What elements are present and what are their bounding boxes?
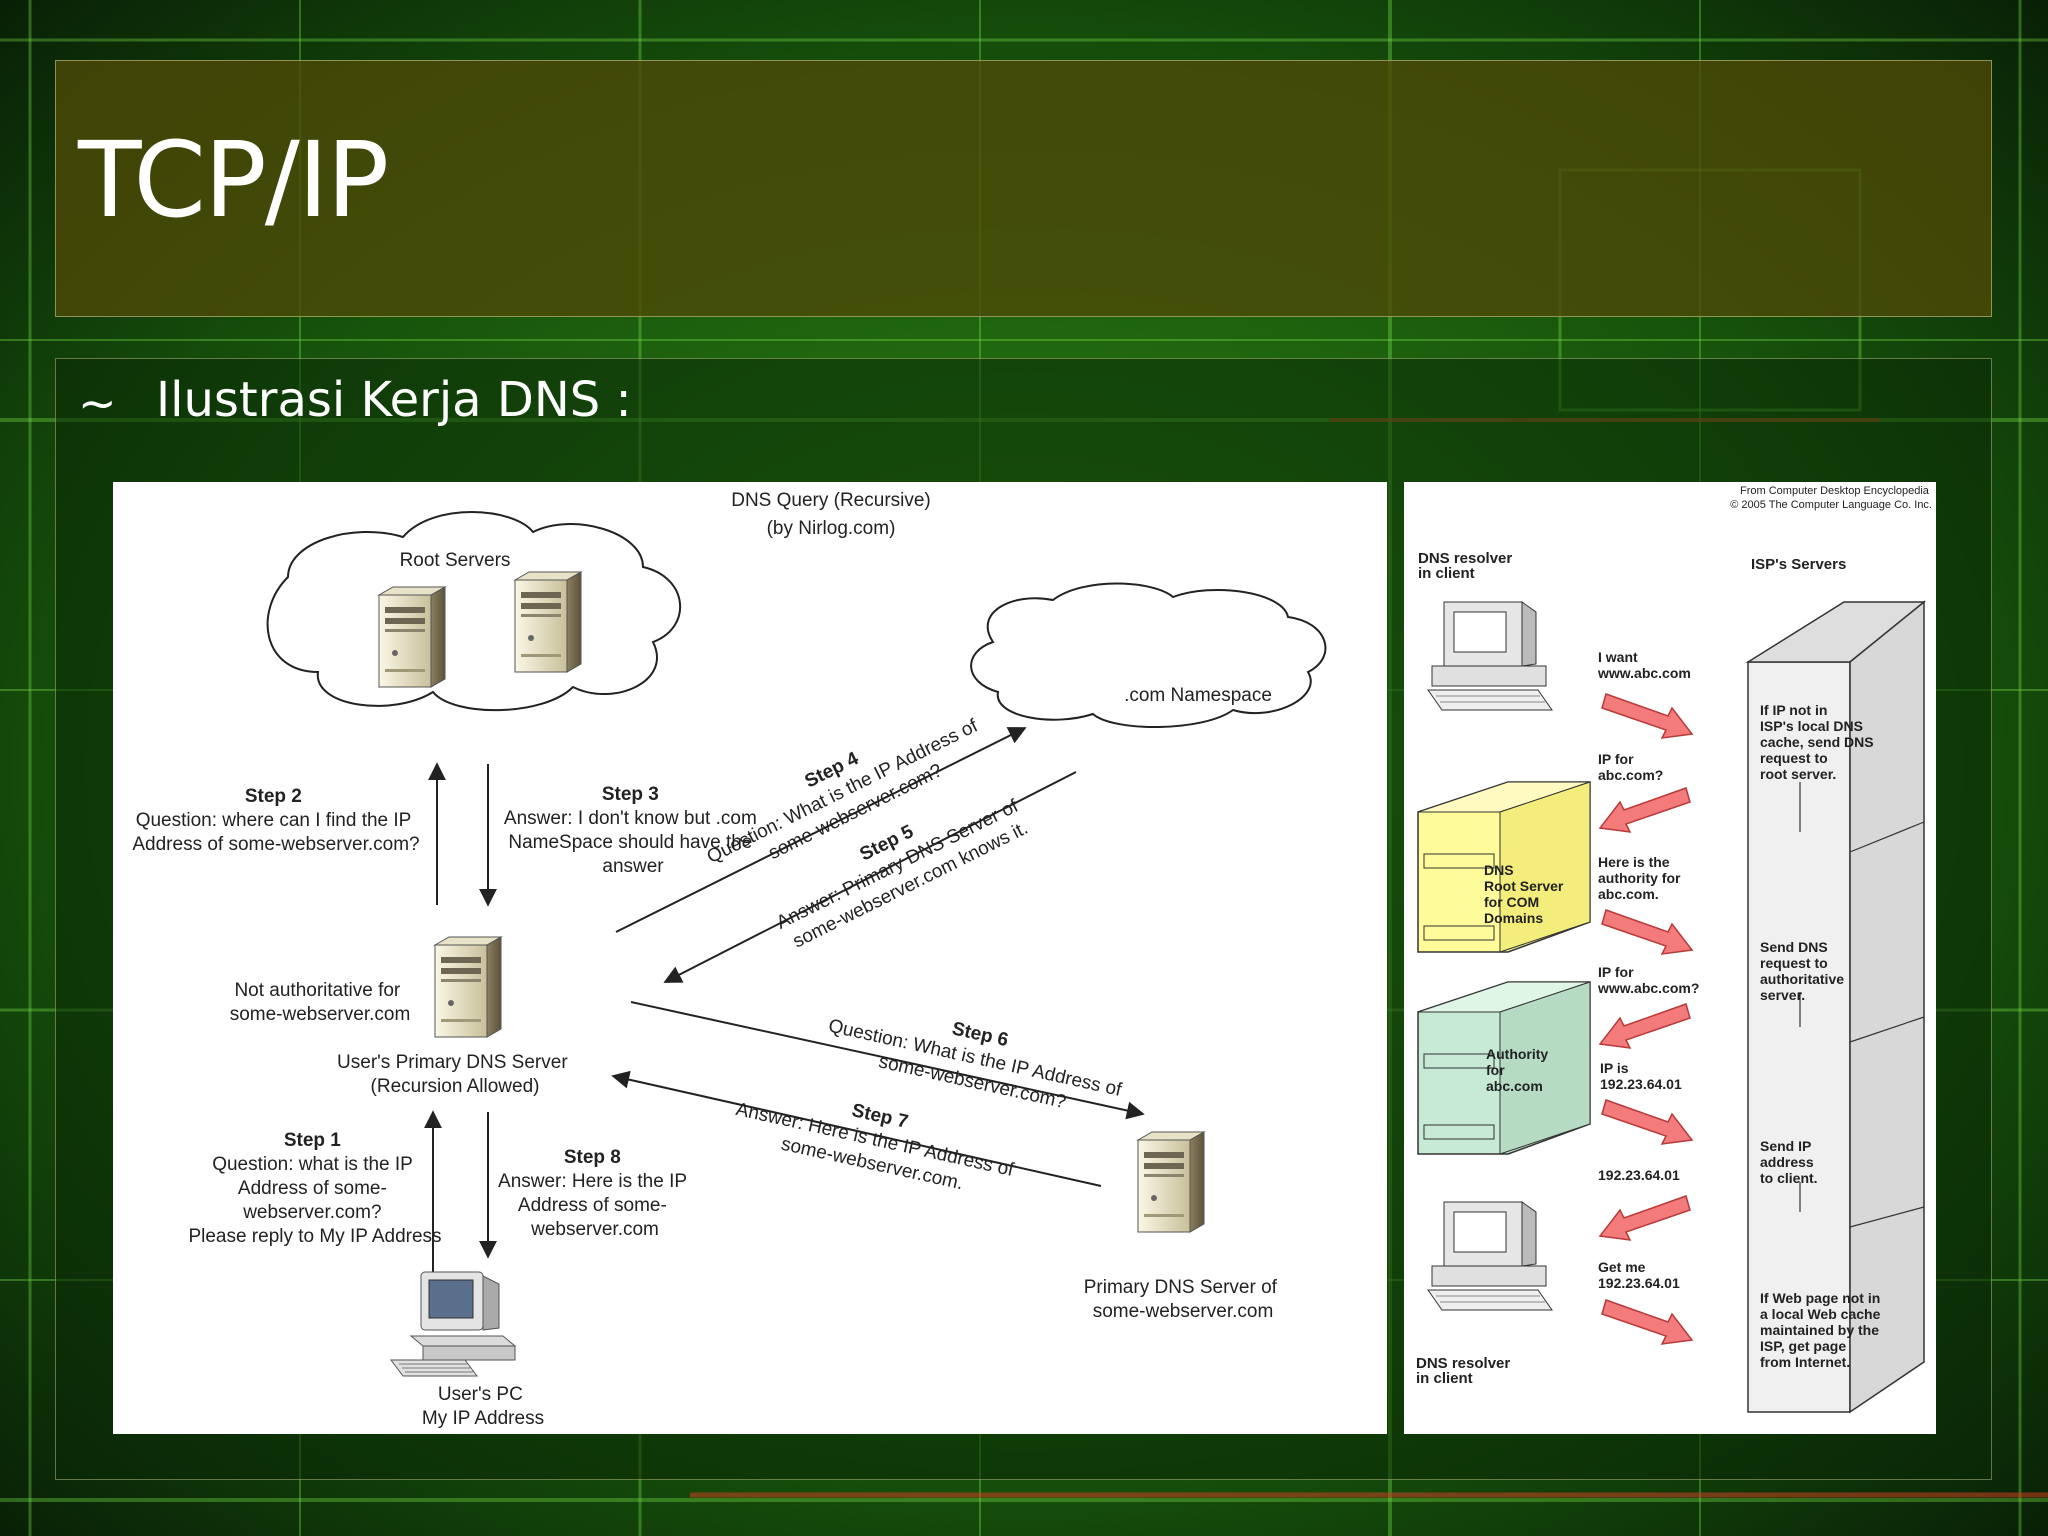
resolver-top-label: DNS resolver in client [1418,550,1516,582]
slide-title: TCP/IP [78,119,389,241]
dns-root-box [1417,781,1591,953]
step7-text: Step 7 Answer: Here is the IP Address of… [729,1076,1026,1206]
step1-text: Step 1 Question: what is the IP Address … [188,1130,441,1247]
step8-text: Step 8 Answer: Here is the IP Address of… [498,1147,692,1240]
arrow-request-1 [1601,693,1693,739]
credit-text: From Computer Desktop Encyclopedia © 200… [1730,485,1932,511]
bullet-tilde: ~ [78,376,117,430]
step2-text: Step 2 Question: where can I find the IP… [132,786,419,855]
dns-root-label: DNS Root Server for COM Domains [1484,862,1567,926]
primary-dns-server-icon [434,936,502,1038]
users-pc-icon [390,1271,516,1377]
arrow-request-4 [1601,1299,1693,1345]
root-servers-label: Root Servers [400,550,511,571]
client-pc-icon-top [1427,601,1553,711]
arrow-request-3 [1601,1099,1693,1145]
bullet-text: Ilustrasi Kerja DNS : [156,372,632,428]
com-namespace-label: .com Namespace [1124,685,1272,706]
not-authoritative-label: Not authoritative for some-webserver.com [230,980,411,1025]
com-namespace-cloud [970,582,1327,729]
root-server-icon-2 [514,571,582,673]
dns-recursive-diagram: DNS Query (Recursive)(by Nirlog.com) Roo… [113,482,1387,1434]
isp-server-tower [1745,600,1927,1414]
resolver-bottom-label: DNS resolver in client [1416,1355,1514,1387]
primary-dns-label: User's Primary DNS Server (Recursion All… [337,1052,573,1097]
arrow-to-root [1599,787,1691,833]
isp-dns-diagram: From Computer Desktop Encyclopedia © 200… [1404,482,1936,1434]
primary-dns-of-label: Primary DNS Server of some-webserver.com [1084,1277,1282,1322]
arrow-to-authority [1599,1003,1691,1049]
isp-servers-label: ISP's Servers [1751,556,1846,573]
webserver-dns-icon [1137,1131,1205,1233]
authority-box [1417,981,1591,1155]
client-pc-icon-bottom [1427,1201,1553,1311]
title-panel [55,60,1992,317]
arrow-to-client [1599,1195,1691,1241]
ip-address-label: 192.23.64.01 [1598,1167,1680,1183]
authority-label: Authority for abc.com [1486,1046,1552,1094]
diagram-title: DNS Query (Recursive)(by Nirlog.com) [731,490,931,539]
arrow-request-2 [1601,909,1693,955]
root-server-icon-1 [378,586,446,688]
root-servers-cloud [266,511,681,712]
users-pc-label: User's PC My IP Address [422,1384,544,1429]
step3-text: Step 3 Answer: I don't know but .com Nam… [504,784,762,877]
